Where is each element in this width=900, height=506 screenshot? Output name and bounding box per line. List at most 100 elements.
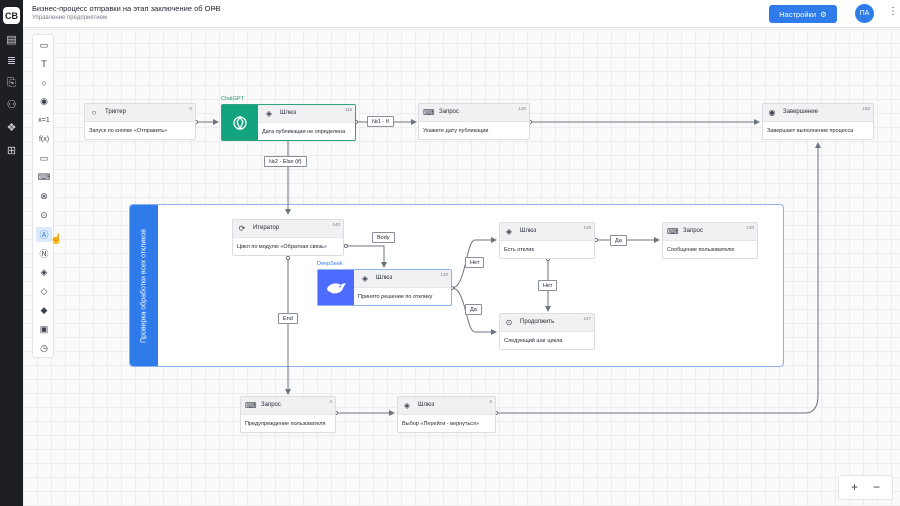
node-iterator[interactable]: ⟳ Итератор 140 Цикл по модулю «Обратная … — [232, 219, 344, 256]
node-desc: Выбор «Перейти - вернуться» — [402, 421, 480, 427]
deepseek-logo-icon — [318, 270, 354, 305]
ai-circle-icon[interactable]: Ⓐ — [36, 227, 52, 242]
node-request-date[interactable]: ⌨ Запрос 120 Укажите дату публикации — [418, 103, 530, 140]
node-gateway-deepseek[interactable]: ◈ Шлюз 140 Принято решение по отклику — [317, 269, 452, 306]
node-gateway-response[interactable]: ◈ Шлюз 149 Есть отклик — [499, 222, 595, 259]
node-palette: ▭ T ○ ◉ x=1 f(x) ▭ ⌨ ⊗ ⊙ Ⓐ Ⓝ ◈ ◇ ◆ ▣ ◷ — [32, 34, 54, 358]
group-band — [130, 205, 158, 366]
node-gateway-choice[interactable]: ◈ Шлюз 6 Выбор «Перейти - вернуться» — [397, 396, 496, 433]
settings-label: Настройки — [779, 9, 817, 19]
zoom-out-button[interactable]: − — [873, 480, 881, 494]
edge-label-yes[interactable]: Да — [610, 235, 627, 246]
node-name: Триггер — [105, 109, 126, 115]
gateway-plus-icon[interactable]: ◆ — [40, 305, 48, 315]
gateway-x-icon: ◈ — [403, 401, 411, 410]
edge-label-no[interactable]: Нет — [465, 257, 485, 268]
edge-label-body[interactable]: Body — [372, 232, 395, 243]
node-name: Продолжить — [520, 319, 555, 325]
n-circle-icon[interactable]: Ⓝ — [39, 249, 49, 259]
node-completion[interactable]: ◉ Завершение 150 Завершает выполнение пр… — [762, 103, 874, 140]
node-desc: Следующий шаг цикла — [504, 338, 563, 344]
node-desc: Укажите дату публикации — [423, 128, 489, 134]
edge-choice-completion — [496, 142, 821, 414]
node-request-warning[interactable]: ⌨ Запрос 4 Предупреждение пользователя — [240, 396, 336, 433]
node-name: Шлюз — [280, 110, 297, 116]
node-desc: Предупреждение пользователя — [245, 421, 326, 427]
start-circle-icon[interactable]: ○ — [41, 77, 47, 88]
hand-cursor-icon: ☝ — [50, 234, 63, 245]
node-number: 0 — [189, 106, 192, 111]
request-icon: ⌨ — [667, 227, 679, 236]
node-number: 6 — [489, 399, 492, 404]
gateway-x-icon: ◈ — [361, 274, 369, 283]
node-gateway-chatgpt[interactable]: ◈ Шлюз 115 Дата публикации не определена — [221, 104, 356, 141]
edge-label-yes[interactable]: Да — [465, 304, 482, 315]
document-search-icon[interactable]: ⎘ — [7, 77, 16, 89]
page-subtitle: Управление предприятием — [32, 15, 108, 21]
image-icon[interactable]: ▣ — [39, 324, 49, 334]
hierarchy-icon[interactable]: ⊞ — [6, 145, 17, 157]
node-name: Итератор — [253, 225, 280, 231]
node-name: Запрос — [439, 109, 459, 115]
node-name: Шлюз — [418, 402, 435, 408]
settings-button[interactable]: Настройки ⚙ — [769, 5, 837, 23]
avatar[interactable]: ПА — [855, 4, 874, 23]
app-logo[interactable]: CB — [3, 7, 20, 24]
node-number: 147 — [583, 316, 591, 321]
gateway-x-icon: ◈ — [265, 109, 273, 118]
shapes-icon[interactable]: ❖ — [6, 122, 17, 134]
table-icon[interactable]: ▤ — [6, 34, 17, 46]
request-icon: ⌨ — [245, 401, 257, 410]
more-menu-icon[interactable]: ⋮ — [888, 6, 898, 17]
node-trigger[interactable]: ○ Триггер 0 Запуск по кнопке «Отправить» — [84, 103, 196, 140]
node-number: 150 — [862, 106, 870, 111]
chevron-down-icon[interactable]: ⌄ — [211, 3, 218, 12]
node-request-message[interactable]: ⌨ Запрос 130 Сообщение пользователю — [662, 222, 758, 259]
arrow-circle-icon[interactable]: ⊙ — [40, 210, 48, 220]
database-icon[interactable]: ≣ — [6, 55, 17, 67]
brand-label-deepseek: DeepSeek — [317, 261, 343, 267]
edge-label-no[interactable]: Нет — [538, 280, 558, 291]
iterator-icon: ⟳ — [238, 224, 246, 233]
edge-label-if[interactable]: №1 - If — [367, 116, 394, 127]
node-desc: Дата публикации не определена — [262, 129, 346, 135]
frame-icon[interactable]: ▭ — [39, 40, 49, 50]
request-icon[interactable]: ⌨ — [37, 172, 51, 182]
node-name: Запрос — [261, 402, 281, 408]
node-number: 115 — [344, 107, 352, 112]
node-name: Завершение — [783, 109, 818, 115]
text-icon[interactable]: T — [41, 58, 47, 69]
node-number: 4 — [329, 399, 332, 404]
users-icon[interactable]: ⚇ — [6, 99, 17, 111]
node-desc: Завершает выполнение процесса — [767, 128, 854, 134]
gateway-x-icon[interactable]: ◈ — [40, 267, 48, 277]
close-circle-icon[interactable]: ⊗ — [40, 191, 48, 201]
start-circle-icon: ○ — [91, 108, 97, 117]
gear-icon: ⚙ — [820, 9, 827, 19]
node-desc: Цикл по модулю «Обратная связь» — [237, 244, 327, 250]
rectangle-icon[interactable]: ▭ — [39, 153, 49, 163]
edge-label-end[interactable]: End — [278, 313, 298, 324]
clock-icon[interactable]: ◷ — [40, 343, 48, 353]
end-circle-icon: ◉ — [768, 108, 776, 117]
node-name: Шлюз — [376, 275, 393, 281]
node-continue[interactable]: ⊙ Продолжить 147 Следующий шаг цикла — [499, 313, 595, 350]
zoom-controls: + − — [838, 475, 893, 500]
top-bar: Бизнес-процесс отправки на этап заключен… — [23, 0, 900, 28]
node-name: Запрос — [683, 228, 703, 234]
node-number: 120 — [518, 106, 526, 111]
node-number: 140 — [440, 272, 448, 277]
function-icon[interactable]: f(x) — [38, 136, 50, 143]
node-desc: Запуск по кнопке «Отправить» — [89, 128, 168, 134]
end-circle-icon[interactable]: ◉ — [40, 96, 48, 106]
port-dot — [343, 243, 349, 249]
request-icon: ⌨ — [423, 108, 435, 117]
node-name: Шлюз — [520, 228, 537, 234]
zoom-in-button[interactable]: + — [851, 480, 859, 494]
node-desc: Есть отклик — [504, 247, 534, 253]
variable-icon[interactable]: x=1 — [38, 117, 50, 124]
edge-label-else[interactable]: №2 - Else (if) — [264, 156, 307, 167]
gateway-circle-icon[interactable]: ◇ — [40, 286, 48, 296]
left-nav: CB ▤ ≣ ⎘ ⚇ ❖ ⊞ — [0, 0, 23, 506]
brand-label-chatgpt: ChatGPT — [221, 96, 244, 102]
